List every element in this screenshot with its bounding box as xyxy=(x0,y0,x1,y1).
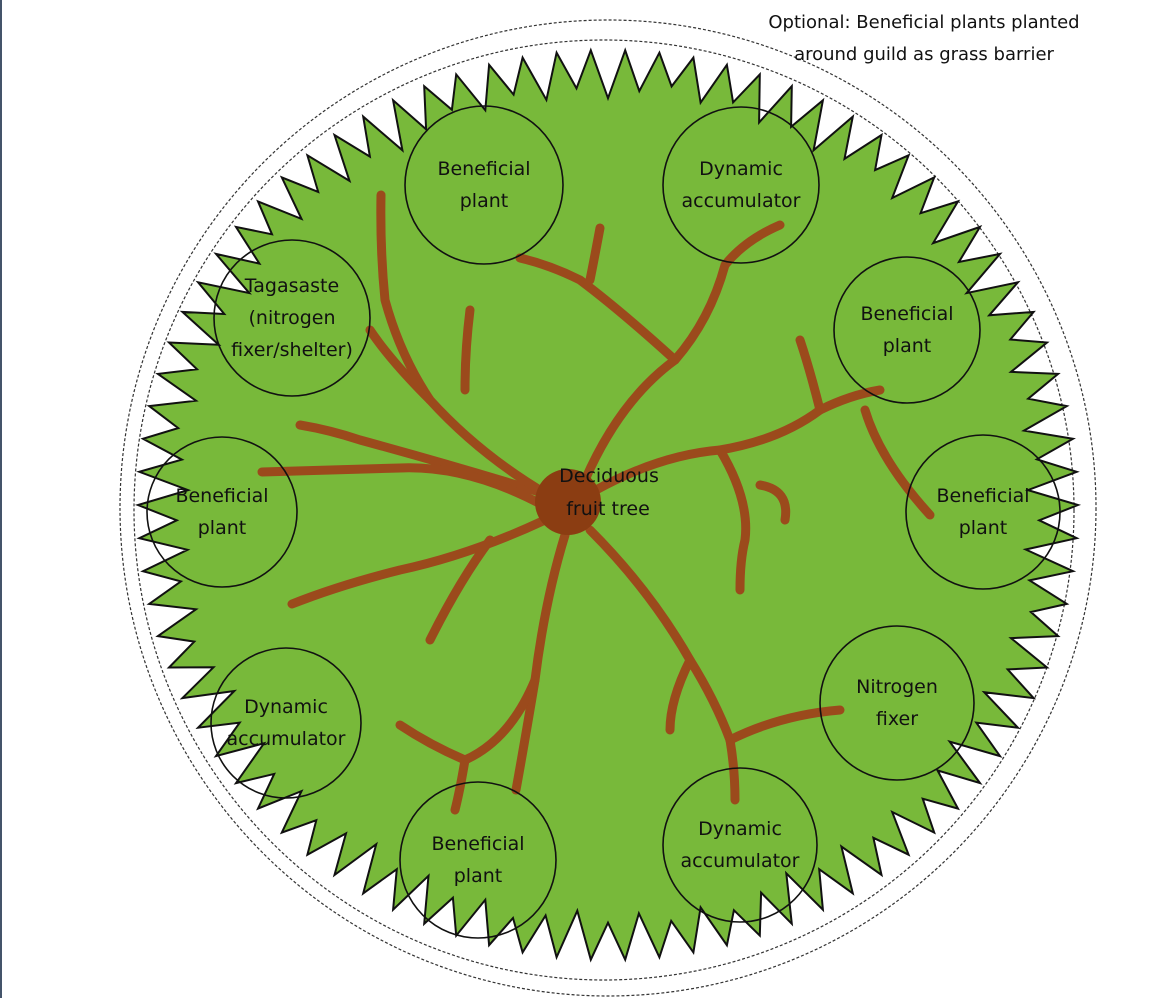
root xyxy=(725,735,740,805)
tagasaste-label-line2: (nitrogen xyxy=(249,307,336,329)
tagasaste-label-line1: Tagasaste xyxy=(244,275,339,297)
canopy-area xyxy=(134,47,1082,963)
root xyxy=(591,385,885,495)
root xyxy=(376,190,553,500)
beneficial-plant-top-label-line2: plant xyxy=(460,190,508,212)
root xyxy=(287,515,550,609)
left-border xyxy=(0,0,2,998)
tree-trunk xyxy=(535,469,601,535)
root xyxy=(257,463,553,513)
plant-labels: BeneficialplantDynamicaccumulatorBenefic… xyxy=(175,158,1029,887)
beneficial-plant-bottom-label-line1: Beneficial xyxy=(431,833,524,855)
root xyxy=(295,420,570,505)
root-system xyxy=(257,190,935,815)
tagasaste-label-line3: fixer/shelter) xyxy=(231,339,353,361)
root xyxy=(755,480,791,525)
center-label-line2: fruit tree xyxy=(566,498,650,520)
nitrogen-fixer-circle xyxy=(819,625,975,781)
root xyxy=(425,535,495,645)
dynamic-accumulator-top-right-circle xyxy=(662,106,820,264)
dynamic-accumulator-top-right-label-line2: accumulator xyxy=(682,190,801,212)
dynamic-accumulator-left-label-line1: Dynamic xyxy=(244,696,328,718)
beneficial-plant-right-label-line2: plant xyxy=(959,517,1007,539)
root xyxy=(725,705,845,745)
nitrogen-fixer-label-line2: fixer xyxy=(876,708,918,730)
beneficial-plant-right-upper-label-line1: Beneficial xyxy=(860,303,953,325)
root xyxy=(460,305,475,395)
beneficial-plant-top-label-line1: Beneficial xyxy=(437,158,530,180)
beneficial-plant-left-circle xyxy=(146,436,298,588)
dynamic-accumulator-bottom-right-label-line1: Dynamic xyxy=(698,818,782,840)
root xyxy=(585,525,735,745)
root xyxy=(365,325,435,405)
beneficial-plant-bottom-circle xyxy=(399,781,557,939)
note-line1: Optional: Beneficial plants planted xyxy=(768,12,1079,33)
dynamic-accumulator-left-circle xyxy=(210,647,362,799)
beneficial-plant-right-upper-circle xyxy=(833,256,981,404)
root xyxy=(715,445,751,595)
plant-circles xyxy=(146,105,1061,939)
beneficial-plant-left-label-line2: plant xyxy=(198,517,246,539)
root xyxy=(860,405,935,520)
root xyxy=(450,755,470,815)
outer-guild-boundary xyxy=(119,19,1097,997)
note-line2: around guild as grass barrier xyxy=(794,44,1054,65)
beneficial-plant-left-label-line1: Beneficial xyxy=(175,485,268,507)
tagasaste-circle xyxy=(213,239,371,397)
root xyxy=(795,335,825,415)
beneficial-plant-right-circle xyxy=(905,434,1061,590)
inner-guild-boundary xyxy=(133,39,1075,981)
root xyxy=(665,655,695,735)
dynamic-accumulator-left-label-line2: accumulator xyxy=(227,728,346,750)
dynamic-accumulator-top-right-label-line1: Dynamic xyxy=(699,158,783,180)
nitrogen-fixer-label-line1: Nitrogen xyxy=(856,676,938,698)
dynamic-accumulator-bottom-right-circle xyxy=(662,767,818,923)
dynamic-accumulator-bottom-right-label-line2: accumulator xyxy=(681,850,800,872)
beneficial-plant-right-label-line1: Beneficial xyxy=(936,485,1029,507)
root xyxy=(515,253,680,365)
root xyxy=(580,220,785,485)
center-label-line1: Deciduous xyxy=(559,465,659,487)
beneficial-plant-right-upper-label-line2: plant xyxy=(883,335,931,357)
beneficial-plant-bottom-label-line2: plant xyxy=(454,865,502,887)
beneficial-plant-top-circle xyxy=(404,105,564,265)
root xyxy=(585,223,605,285)
